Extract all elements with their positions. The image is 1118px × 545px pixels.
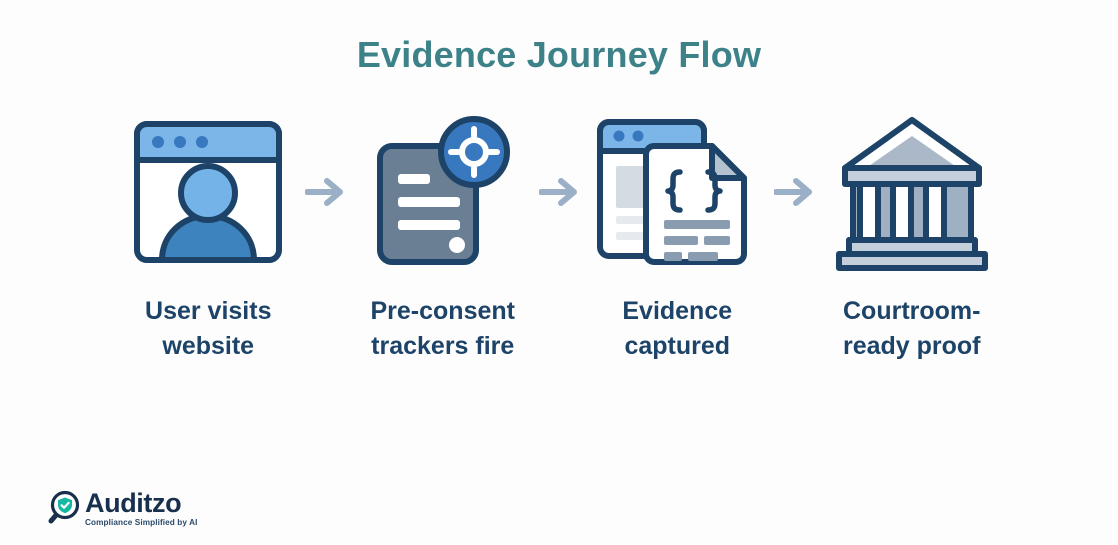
- flow-step-label: Courtroom- ready proof: [842, 297, 981, 360]
- magnifier-shield-check-icon: [46, 490, 82, 526]
- flow-step-label: Evidence captured: [622, 297, 733, 360]
- browser-user-icon: [123, 112, 293, 272]
- page-title: Evidence Journey Flow: [356, 34, 762, 75]
- auditzo-logo[interactable]: Auditzo Compliance Simplified by AI: [46, 487, 198, 527]
- courthouse-icon: [827, 112, 997, 272]
- flow-step-user-visits-website: User visits website: [120, 112, 297, 363]
- tracker-document-icon: [358, 112, 528, 272]
- evidence-journey-flow: User visits website: [120, 112, 1000, 363]
- arrow-right-icon: [531, 112, 589, 272]
- flow-step-label: Pre-consent trackers fire: [370, 297, 515, 360]
- flow-step-evidence-captured: Evidence captured: [589, 112, 766, 363]
- flow-step-pre-consent-trackers-fire: Pre-consent trackers fire: [355, 112, 532, 363]
- logo-tagline: Compliance Simplified by AI: [85, 517, 198, 527]
- logo-wordmark: Auditzo: [85, 487, 182, 518]
- evidence-json-document-icon: [592, 112, 762, 272]
- arrow-right-icon: [766, 112, 824, 272]
- arrow-right-icon: [297, 112, 355, 272]
- logo-text: Auditzo Compliance Simplified by AI: [85, 487, 198, 527]
- flow-step-label: User visits website: [145, 297, 272, 360]
- flow-step-courtroom-ready-proof: Courtroom- ready proof: [824, 112, 1001, 363]
